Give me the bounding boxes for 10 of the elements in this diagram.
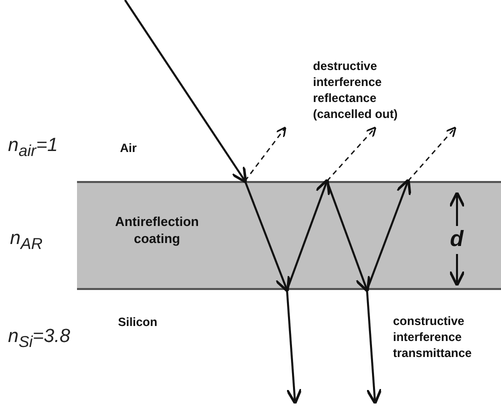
medium-label: Air	[120, 140, 137, 156]
refractive-index-label: n$_{AR}$	[10, 228, 43, 254]
coating-layer	[77, 181, 501, 290]
dimension-label: d	[450, 226, 464, 252]
layer-label: Antireflection coating	[114, 213, 200, 247]
annotation-text: destructive interference reflectance (cancelled out)	[313, 58, 399, 122]
annotation-text: constructive interference transmittance	[393, 313, 473, 361]
medium-label: Silicon	[118, 314, 158, 330]
refractive-index-label: n$_{air}$=1	[8, 135, 58, 161]
refractive-index-label: n$_{Si}$=3.8	[8, 326, 70, 352]
